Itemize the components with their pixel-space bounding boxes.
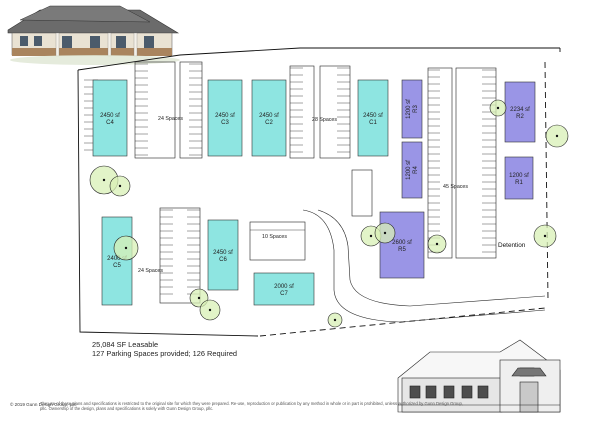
leasable-area-text: 25,084 SF Leasable (92, 340, 159, 349)
unit-area-r4: 1200 sf (406, 160, 412, 180)
unit-r1 (504, 156, 534, 200)
parking-label-top-left: 24 Spaces (158, 116, 183, 122)
unit-c5 (101, 216, 133, 306)
unit-code-c5: C5 (113, 263, 121, 269)
parking-label-bottom-left: 24 Spaces (138, 268, 163, 274)
unit-code-c1: C1 (369, 120, 377, 126)
unit-area-c6: 2450 sf (213, 250, 233, 256)
parking-label-right: 45 Spaces (443, 184, 468, 190)
unit-area-c5: 2400 sf (107, 256, 127, 262)
unit-c3 (207, 79, 243, 157)
unit-code-r1: R1 (515, 180, 523, 186)
parking-labels: 24 Spaces 28 Spaces 45 Spaces 10 Spaces … (138, 116, 468, 274)
unit-area-r1: 1200 sf (509, 173, 529, 179)
tree-trunk-icon (208, 308, 212, 312)
unit-area-r5: 2600 sf (392, 240, 412, 246)
drive-islands (134, 61, 546, 323)
unit-code-c4: C4 (106, 120, 114, 126)
unit-code-c2: C2 (265, 120, 273, 126)
unit-code-r3: R3 (413, 105, 419, 113)
unit-r2 (504, 81, 536, 143)
tree-trunk-icon (118, 184, 122, 188)
unit-code-c7: C7 (280, 291, 288, 297)
tree-trunk-icon (383, 231, 387, 235)
trees-layer (89, 99, 569, 328)
unit-area-c2: 2450 sf (259, 113, 279, 119)
footer-note: The use of these plans and specification… (40, 401, 463, 411)
unit-area-c1: 2450 sf (363, 113, 383, 119)
tree-trunk-icon (369, 234, 373, 238)
unit-area-c4: 2450 sf (100, 113, 120, 119)
unit-area-r3: 1200 sf (406, 99, 412, 119)
unit-c6 (207, 219, 239, 291)
unit-c4 (92, 79, 128, 157)
unit-code-r2: R2 (516, 114, 524, 120)
unit-area-c3: 2450 sf (215, 113, 235, 119)
unit-r3 (401, 79, 423, 139)
unit-code-c3: C3 (221, 120, 229, 126)
parking-count-text: 127 Parking Spaces provided; 126 Require… (92, 349, 238, 358)
unit-c1 (357, 79, 389, 157)
tree-trunk-icon (124, 246, 128, 250)
unit-c7 (253, 272, 315, 306)
unit-code-c6: C6 (219, 257, 227, 263)
parking-label-top-middle: 28 Spaces (312, 117, 337, 123)
unit-c2 (251, 79, 287, 157)
unit-area-r2: 2234 sf (510, 107, 530, 113)
tree-trunk-icon (333, 318, 337, 322)
unit-code-r5: R5 (398, 247, 406, 253)
copyright-text: © 2019 Gunn Design Group, pllc (10, 402, 77, 407)
site-stats: 25,084 SF Leasable 127 Parking Spaces pr… (92, 340, 237, 358)
tree-trunk-icon (555, 134, 559, 138)
tree-trunk-icon (543, 234, 547, 238)
building-rendering-top (7, 5, 180, 65)
tree-trunk-icon (496, 106, 500, 110)
building-elevation-bottom (397, 339, 561, 413)
parking-label-center: 10 Spaces (262, 234, 287, 240)
detention-label: Detention (498, 242, 526, 249)
tree-trunk-icon (435, 242, 439, 246)
unit-r4 (401, 141, 423, 199)
tree-trunk-icon (102, 178, 106, 182)
tree-trunk-icon (197, 296, 201, 300)
unit-area-c7: 2000 sf (274, 284, 294, 290)
unit-code-r4: R4 (413, 166, 419, 174)
